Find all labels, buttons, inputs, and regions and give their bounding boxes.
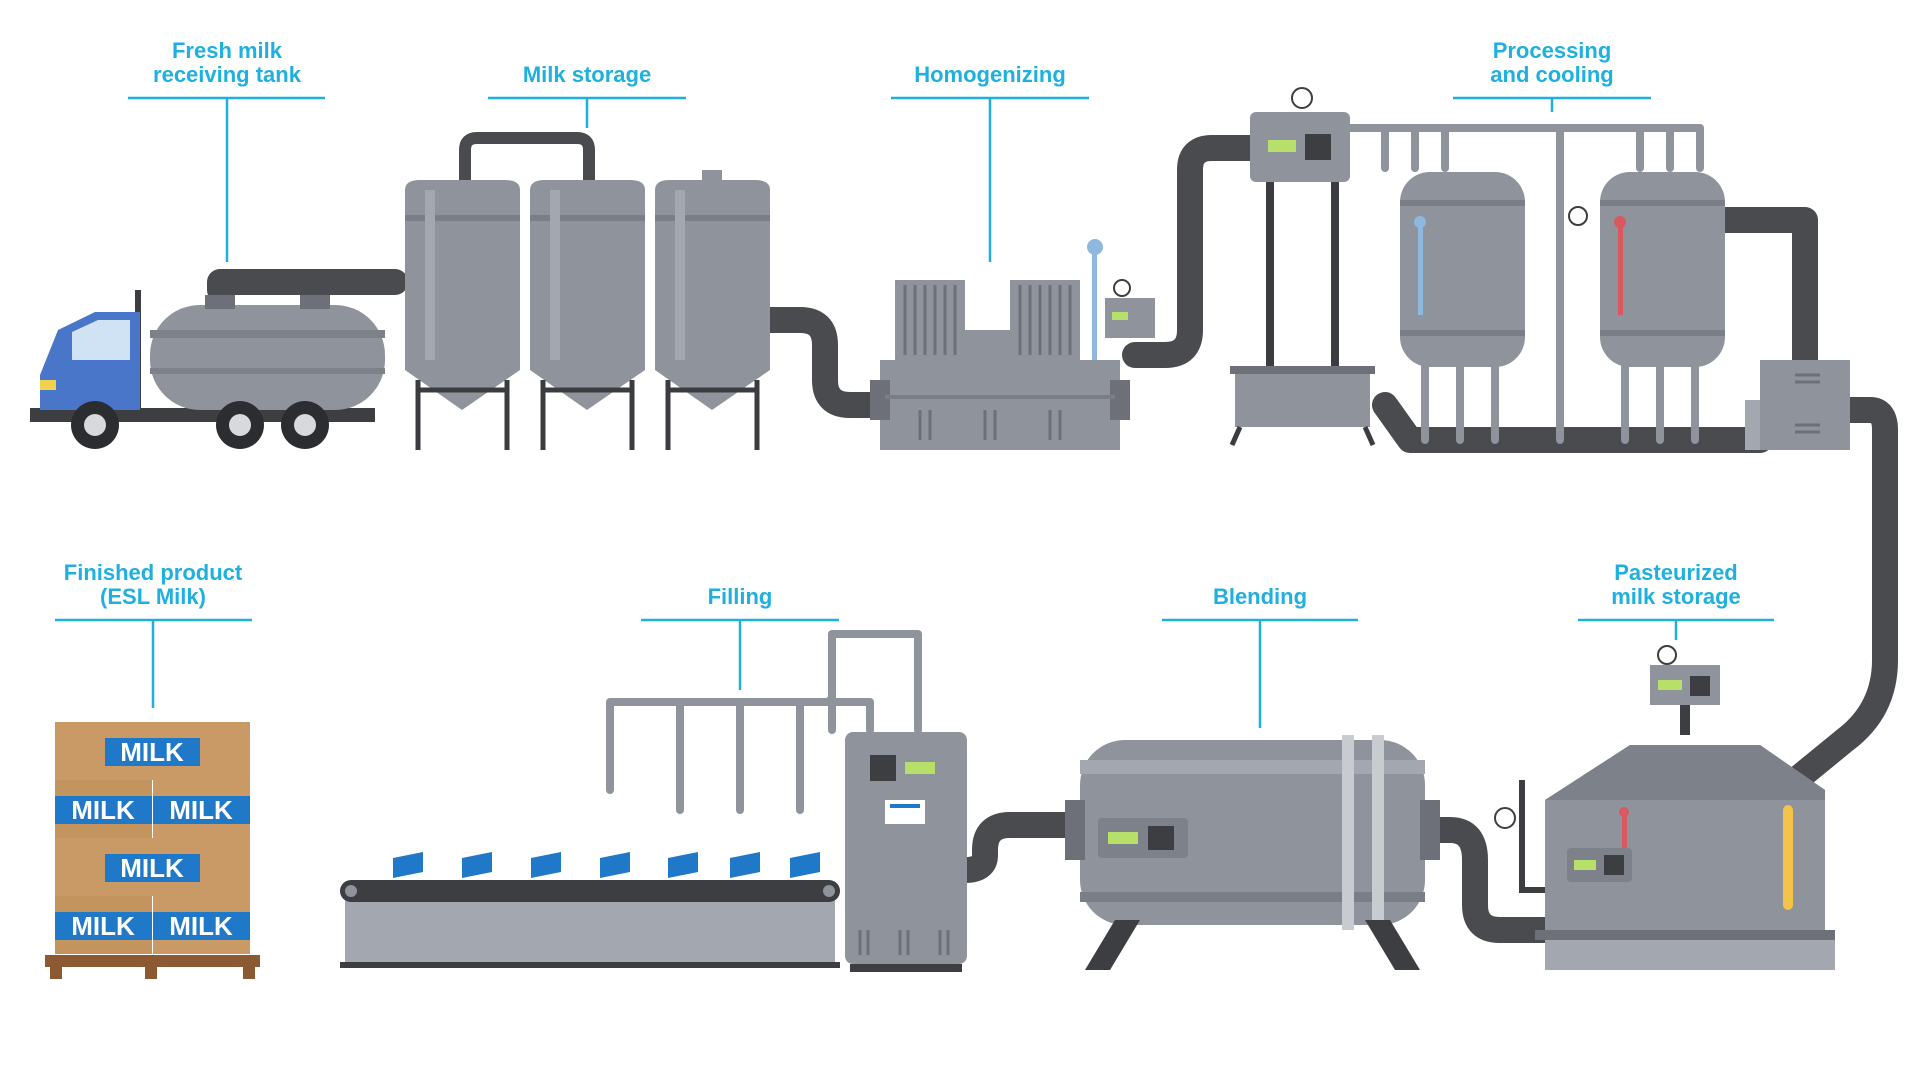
milk-box-label: MILK (71, 795, 135, 825)
milk-box-pallet: MILK MILK MILK MILK MILK MILK (45, 722, 260, 979)
pipe-homogenizer-to-processing (1122, 135, 1263, 368)
svg-text:Pasteurized: Pasteurized (1614, 560, 1738, 585)
label-finished-product: Finished product (ESL Milk) (55, 560, 252, 708)
milk-box-row-3: MILK (55, 838, 250, 896)
pipe-blending-to-filling (942, 812, 1078, 883)
blending-leg (1365, 920, 1420, 970)
pipe-network (207, 135, 1898, 943)
filler-label-plate (885, 800, 925, 824)
truck-windshield (72, 320, 130, 360)
svg-text:milk storage: milk storage (1611, 584, 1741, 609)
milk-box-row-4: MILK MILK (55, 896, 250, 954)
cooling-tank-right (1600, 172, 1725, 367)
pipe-cabinet-to-pasteurized (1777, 397, 1898, 798)
milk-box-label: MILK (71, 911, 135, 941)
processing-and-cooling-unit (1229, 87, 1850, 450)
svg-text:Processing: Processing (1493, 38, 1612, 63)
milk-box-label: MILK (120, 853, 184, 883)
svg-text:and cooling: and cooling (1490, 62, 1613, 87)
silo-1 (405, 180, 520, 450)
processing-control-panel (1250, 112, 1350, 182)
svg-text:Homogenizing: Homogenizing (914, 62, 1066, 87)
milk-box-label: MILK (169, 795, 233, 825)
svg-text:Milk storage: Milk storage (523, 62, 651, 87)
level-indicator (1783, 805, 1793, 910)
label-pasteurized-milk-storage: Pasteurized milk storage (1578, 560, 1774, 640)
milk-storage-silos (405, 132, 770, 450)
svg-text:Fresh milk: Fresh milk (172, 38, 283, 63)
svg-text:Filling: Filling (708, 584, 773, 609)
label-milk-storage: Milk storage (488, 62, 686, 128)
milk-box-row-1: MILK (55, 722, 250, 780)
label-blending: Blending (1162, 584, 1358, 728)
gauge-icon (1291, 87, 1313, 109)
pipe-storage-to-homogenizer (757, 307, 883, 418)
svg-text:receiving tank: receiving tank (153, 62, 302, 87)
milk-box-row-2: MILK MILK (55, 780, 250, 838)
label-processing-and-cooling: Processing and cooling (1453, 38, 1651, 112)
silo-2 (530, 180, 645, 450)
wooden-pallet (45, 955, 260, 967)
pipe-pasteurized-to-blending (1412, 817, 1558, 943)
label-fresh-milk-receiving-tank: Fresh milk receiving tank (128, 38, 325, 262)
blending-tank (1065, 735, 1440, 970)
milk-cartons (393, 830, 820, 880)
label-filling: Filling (641, 584, 839, 690)
gauge-icon (1568, 206, 1588, 226)
svg-text:Blending: Blending (1213, 584, 1307, 609)
milk-carton (531, 830, 561, 880)
cooling-tank-left (1400, 172, 1525, 367)
svg-text:Finished product: Finished product (64, 560, 243, 585)
silo-3 (655, 170, 770, 450)
svg-text:(ESL Milk): (ESL Milk) (100, 584, 206, 609)
conveyor-belt (340, 880, 840, 902)
milk-carton (790, 830, 820, 880)
gauge-icon (1657, 645, 1677, 665)
filler-cabinet (845, 732, 967, 964)
label-homogenizing: Homogenizing (891, 62, 1089, 262)
milk-carton (393, 830, 423, 880)
pipe-truck-to-storage (207, 269, 408, 303)
blending-leg (1085, 920, 1140, 970)
milk-carton (600, 830, 630, 880)
milk-tanker-truck (30, 290, 385, 449)
pipe-cooling-to-cabinet (1712, 207, 1818, 373)
milk-box-label: MILK (169, 911, 233, 941)
truck-tank (150, 305, 385, 410)
pasteurized-storage-tank (1494, 645, 1835, 970)
gauge-icon (1113, 279, 1131, 297)
stage-labels: Fresh milk receiving tank Milk storage H… (55, 38, 1774, 728)
pipe-processing-return (1372, 392, 1773, 453)
milk-carton (462, 830, 492, 880)
gauge-icon (1494, 807, 1516, 829)
milk-carton (668, 830, 698, 880)
milk-box-label: MILK (120, 737, 184, 767)
thermometer (1092, 250, 1097, 360)
homogenizer-machine (870, 239, 1155, 450)
truck-headlight (40, 380, 56, 390)
milk-carton (730, 830, 760, 880)
filling-line (340, 630, 967, 972)
